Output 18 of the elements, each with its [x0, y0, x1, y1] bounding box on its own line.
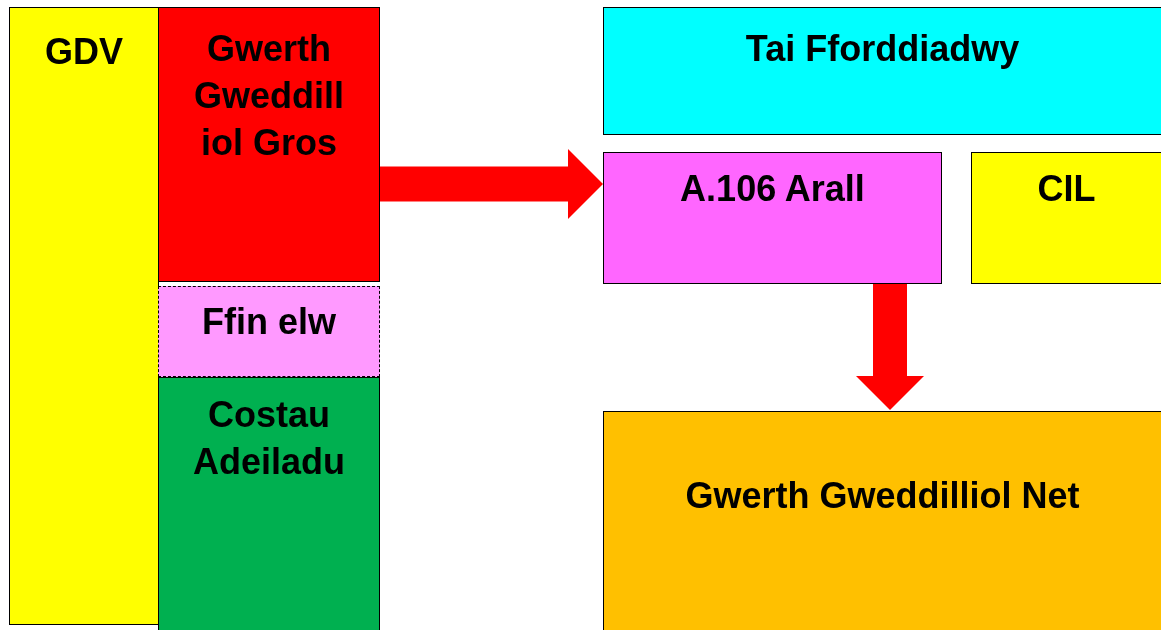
box-label: Costau Adeiladu — [192, 393, 346, 484]
box-label: Tai Fforddiadwy — [745, 27, 1020, 71]
box-label: CIL — [1037, 167, 1096, 211]
block-arrow — [856, 284, 924, 410]
label-box — [158, 7, 380, 282]
label-box — [603, 7, 1161, 135]
box-label: A.106 Arall — [680, 167, 865, 211]
box-label: Gwerth Gweddilliol Net — [685, 474, 1080, 518]
label-box — [603, 411, 1161, 630]
label-box — [603, 152, 942, 284]
label-box — [9, 7, 159, 625]
box-label: Ffin elw — [202, 300, 336, 344]
block-arrow — [380, 149, 603, 219]
box-label: GDV — [45, 30, 123, 74]
label-box — [971, 152, 1161, 284]
box-label: Gwerth Gweddill iol Gros — [193, 27, 345, 165]
label-box — [158, 286, 380, 377]
label-box — [158, 377, 380, 630]
